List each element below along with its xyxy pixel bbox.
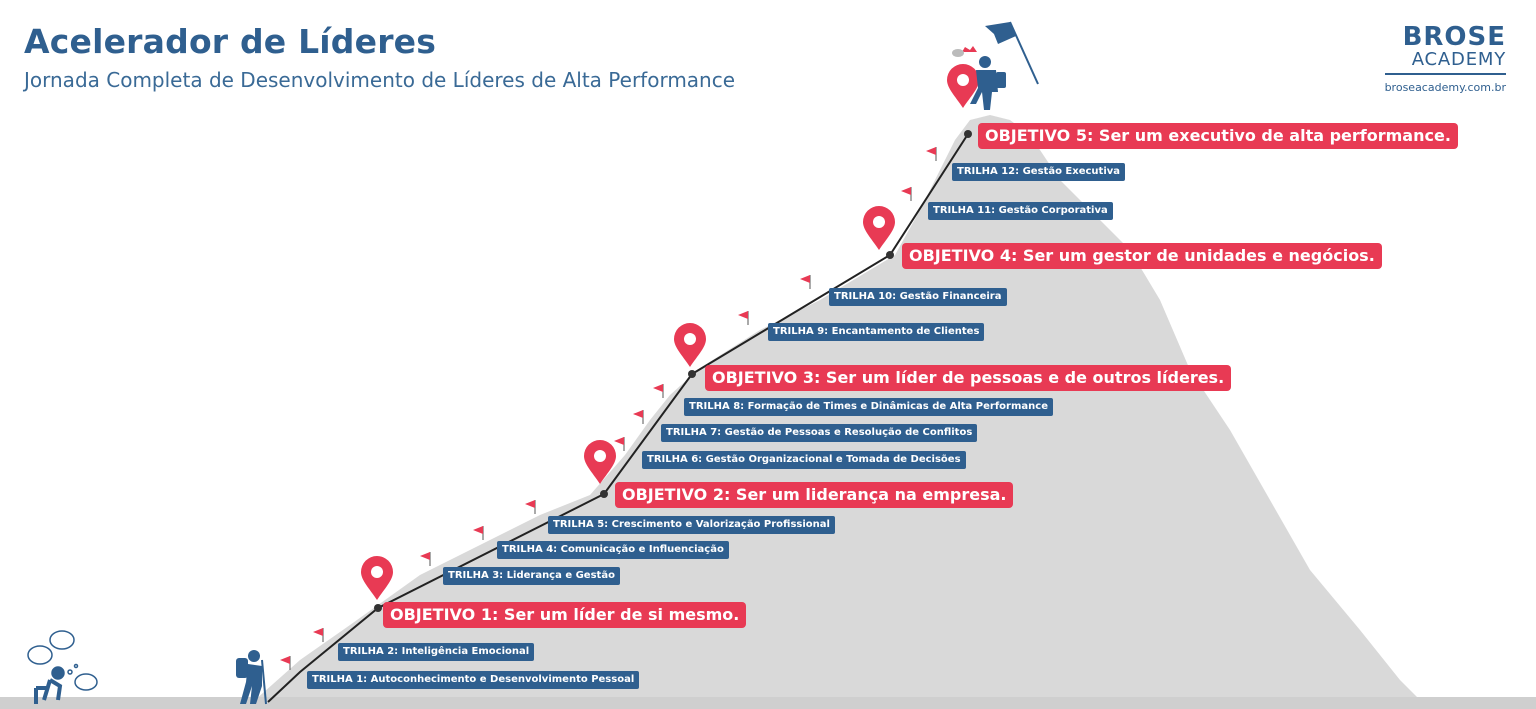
flag-icon (738, 311, 749, 325)
objective-label-1: OBJETIVO 1: Ser um líder de si mesmo. (383, 602, 747, 628)
flag-icon (653, 384, 664, 398)
flag-icon (420, 552, 431, 566)
flag-icon (901, 187, 912, 201)
hiker-icon (236, 650, 267, 705)
trail-label-7: TRILHA 7: Gestão de Pessoas e Resolução … (661, 424, 978, 442)
waypoint-dot-3 (688, 370, 696, 378)
summit-climber-icon (952, 21, 1039, 110)
trail-label-11: TRILHA 11: Gestão Corporativa (928, 202, 1113, 220)
flag-icon (473, 526, 484, 540)
ground (0, 697, 1536, 709)
flag-icon (800, 275, 811, 289)
flag-icon (926, 147, 937, 161)
location-pin-icon (674, 323, 706, 367)
trail-label-5: TRILHA 5: Crescimento e Valorização Prof… (548, 516, 835, 534)
trail-label-10: TRILHA 10: Gestão Financeira (829, 288, 1007, 306)
page-title: Acelerador de Líderes (24, 22, 437, 61)
brand-name: BROSE (1402, 22, 1506, 52)
waypoint-dot-5 (964, 130, 972, 138)
brand-sub: ACADEMY (1384, 50, 1506, 75)
objective-label-4: OBJETIVO 4: Ser um gestor de unidades e … (902, 243, 1382, 269)
brand-logo: BROSE ACADEMY broseacademy.com.br (1384, 22, 1506, 94)
flag-icon (633, 410, 644, 424)
pins (361, 64, 979, 600)
flag-icon (525, 500, 536, 514)
trail-label-1: TRILHA 1: Autoconhecimento e Desenvolvim… (307, 671, 640, 689)
trail-label-12: TRILHA 12: Gestão Executiva (952, 163, 1126, 181)
page-subtitle: Jornada Completa de Desenvolvimento de L… (24, 68, 736, 92)
waypoint-dot-1 (374, 604, 382, 612)
trail-label-8: TRILHA 8: Formação de Times e Dinâmicas … (684, 398, 1053, 416)
brand-url: broseacademy.com.br (1384, 81, 1506, 94)
waypoint-dot-4 (886, 251, 894, 259)
waypoint-dot-2 (600, 490, 608, 498)
objective-label-5: OBJETIVO 5: Ser um executivo de alta per… (978, 123, 1458, 149)
waypoints (374, 130, 972, 612)
objective-label-2: OBJETIVO 2: Ser um liderança na empresa. (615, 482, 1014, 508)
location-pin-icon (361, 556, 393, 600)
flag-icon (313, 628, 324, 642)
trail-label-2: TRILHA 2: Inteligência Emocional (338, 643, 535, 661)
objective-label-3: OBJETIVO 3: Ser um líder de pessoas e de… (705, 365, 1232, 391)
trail-label-4: TRILHA 4: Comunicação e Influenciação (497, 541, 729, 559)
trail-label-3: TRILHA 3: Liderança e Gestão (443, 567, 620, 585)
flag-icon (280, 656, 291, 670)
thinking-person-icon (27, 630, 98, 704)
flag-icon (614, 437, 625, 451)
location-pin-icon (863, 206, 895, 250)
trail-label-6: TRILHA 6: Gestão Organizacional e Tomada… (642, 451, 966, 469)
location-pin-icon (584, 440, 616, 484)
trail-label-9: TRILHA 9: Encantamento de Clientes (768, 323, 985, 341)
location-pin-icon (947, 64, 979, 108)
flags (280, 147, 937, 670)
